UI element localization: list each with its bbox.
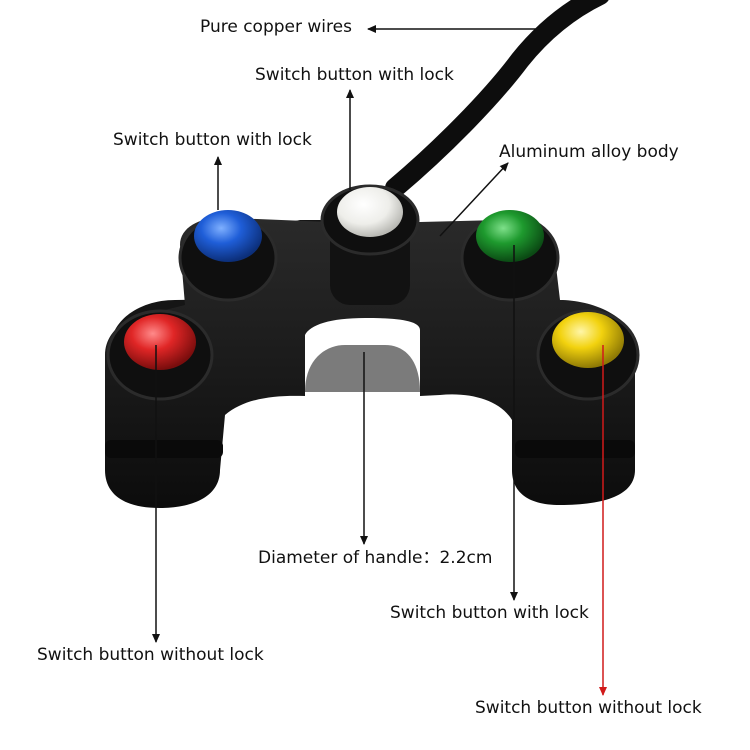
label-red-button: Switch button without lock (37, 645, 264, 665)
white-button (337, 187, 403, 237)
label-pure-copper-wires: Pure copper wires (200, 17, 352, 37)
label-handle-diameter: Diameter of handle：2.2cm (258, 548, 493, 568)
label-aluminum-body: Aluminum alloy body (499, 142, 679, 162)
yellow-button (552, 312, 624, 368)
red-button (124, 314, 196, 370)
blue-button (194, 210, 262, 262)
label-yellow-button: Switch button without lock (475, 698, 702, 718)
arrow-body (439, 162, 509, 237)
label-green-button: Switch button with lock (390, 603, 589, 623)
label-top-center-button: Switch button with lock (255, 65, 454, 85)
label-top-left-button: Switch button with lock (113, 130, 312, 150)
cable (385, 0, 609, 198)
green-button (476, 210, 544, 262)
